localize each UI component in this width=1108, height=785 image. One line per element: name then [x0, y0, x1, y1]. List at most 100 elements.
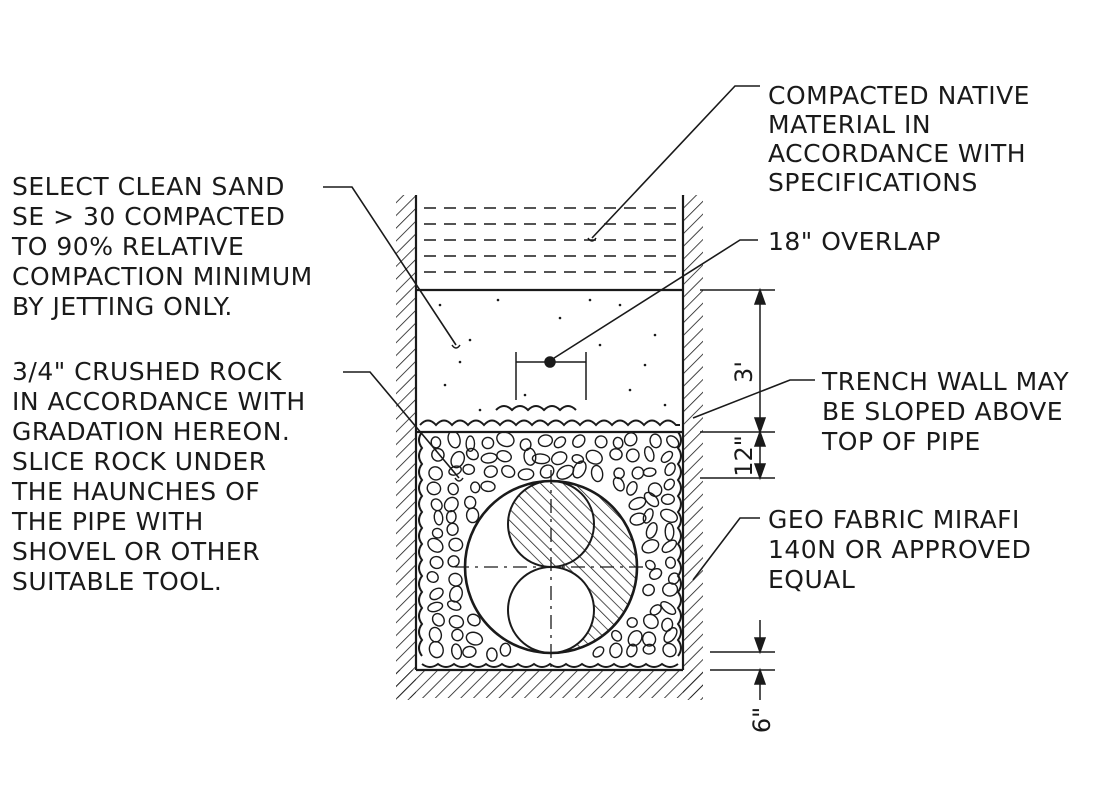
rock-pebble [642, 643, 656, 655]
rock-pebble [647, 482, 663, 498]
rock-pebble [609, 448, 623, 461]
rock-pebble [517, 468, 535, 481]
note-trench-wall: TRENCH WALL MAY BE SLOPED ABOVE TOP OF P… [821, 367, 1078, 456]
rock-pebble [469, 481, 481, 494]
rock-pebble [427, 601, 444, 613]
rock-pebble [612, 476, 625, 492]
rock-pebble [429, 587, 444, 601]
rock-pebble [480, 452, 498, 464]
rock-pebble [585, 449, 603, 465]
rock-pebble [443, 496, 459, 513]
rock-pebble [641, 631, 657, 647]
rock-pebble [623, 432, 638, 447]
rock-pebble [426, 570, 439, 584]
rock-pebble [550, 451, 568, 466]
rock-pebble [429, 555, 444, 570]
rock-pebble [428, 466, 443, 481]
rock-pebble [431, 612, 445, 627]
rock-pebble [448, 614, 465, 629]
rock-pebble [427, 537, 444, 553]
rock-pebble [572, 434, 586, 448]
dimension-6in: 6" [748, 707, 776, 733]
rock-pebble [450, 643, 463, 660]
sand-layer-stipple [438, 298, 667, 412]
rock-pebble [661, 539, 678, 554]
rock-pebble [467, 613, 481, 627]
rock-pebble [496, 432, 515, 448]
rock-pebble [463, 495, 477, 510]
rock-pebble [594, 435, 608, 449]
leader-terminals [451, 237, 597, 482]
rock-pebble [648, 567, 663, 581]
rock-pebble [642, 613, 659, 630]
rock-pebble [451, 628, 464, 642]
rock-pebble [501, 464, 516, 479]
rock-pebble [649, 433, 662, 449]
rock-pebble [664, 556, 677, 569]
rock-pebble [531, 453, 551, 465]
rock-pebble [661, 617, 674, 632]
rock-pebble [643, 446, 655, 462]
rock-pebble [430, 436, 442, 449]
compacted-native-layer [424, 207, 676, 273]
note-compacted-native: COMPACTED NATIVE MATERIAL IN ACCORDANCE … [768, 81, 1038, 197]
rock-pebble [641, 539, 660, 554]
rock-pebble [631, 466, 645, 480]
rock-pebble [480, 480, 496, 493]
rock-pebble [660, 493, 675, 506]
rock-pebble [626, 480, 638, 496]
rock-pebble [431, 527, 444, 539]
rock-pebble [663, 478, 676, 491]
rock-pebble [666, 435, 680, 449]
note-crushed-rock: 3/4" CRUSHED ROCK IN ACCORDANCE WITH GRA… [11, 357, 314, 596]
crushed-rock-pebbles [426, 432, 680, 662]
rock-pebble [445, 510, 457, 524]
leader-lines [323, 85, 815, 581]
rock-pebble [629, 512, 647, 526]
rock-pebble [645, 522, 658, 539]
vertical-dimensions [700, 287, 775, 700]
rock-pebble [626, 617, 638, 628]
rock-pebble [446, 600, 462, 611]
dimension-12in: 12" [730, 435, 758, 477]
rock-pebble [642, 583, 655, 597]
rock-pebble [643, 491, 660, 508]
rock-pebble [465, 435, 476, 453]
geo-fabric-line [418, 405, 682, 668]
rock-pebble [496, 450, 512, 463]
rock-pebble [448, 537, 464, 552]
rock-pebble [465, 447, 479, 461]
rock-pebble [486, 647, 498, 662]
rock-pebble [556, 464, 575, 480]
rock-pebble [659, 508, 679, 523]
note-geo-fabric: GEO FABRIC MIRAFI 140N OR APPROVED EQUAL [768, 505, 1040, 594]
rock-pebble [645, 559, 656, 571]
rock-pebble [660, 600, 677, 616]
rock-pebble [592, 646, 605, 658]
rock-pebble [446, 522, 459, 536]
rock-pebble [663, 627, 678, 644]
dimension-3ft: 3' [730, 361, 758, 383]
rock-pebble [553, 436, 567, 449]
rock-pebble [523, 447, 537, 466]
rock-pebble [483, 465, 498, 478]
rock-pebble [609, 642, 623, 659]
rock-pebble [447, 555, 460, 568]
rock-pebble [642, 508, 654, 524]
rock-pebble [664, 462, 676, 477]
trench-walls [414, 195, 685, 672]
rock-pebble [447, 482, 459, 496]
rock-pebble [447, 432, 461, 449]
rock-pebble [462, 645, 477, 659]
rock-pebble [428, 640, 444, 659]
rock-pebble [660, 450, 674, 464]
rock-pebble [664, 522, 675, 541]
note-overlap: 18" OVERLAP [768, 227, 941, 256]
rock-pebble [662, 582, 679, 597]
rock-pebble [519, 438, 532, 452]
pipe-section [455, 470, 647, 672]
rock-pebble [662, 642, 677, 658]
rock-pebble [625, 448, 640, 463]
rock-pebble [448, 572, 463, 587]
rock-pebble [612, 436, 624, 450]
